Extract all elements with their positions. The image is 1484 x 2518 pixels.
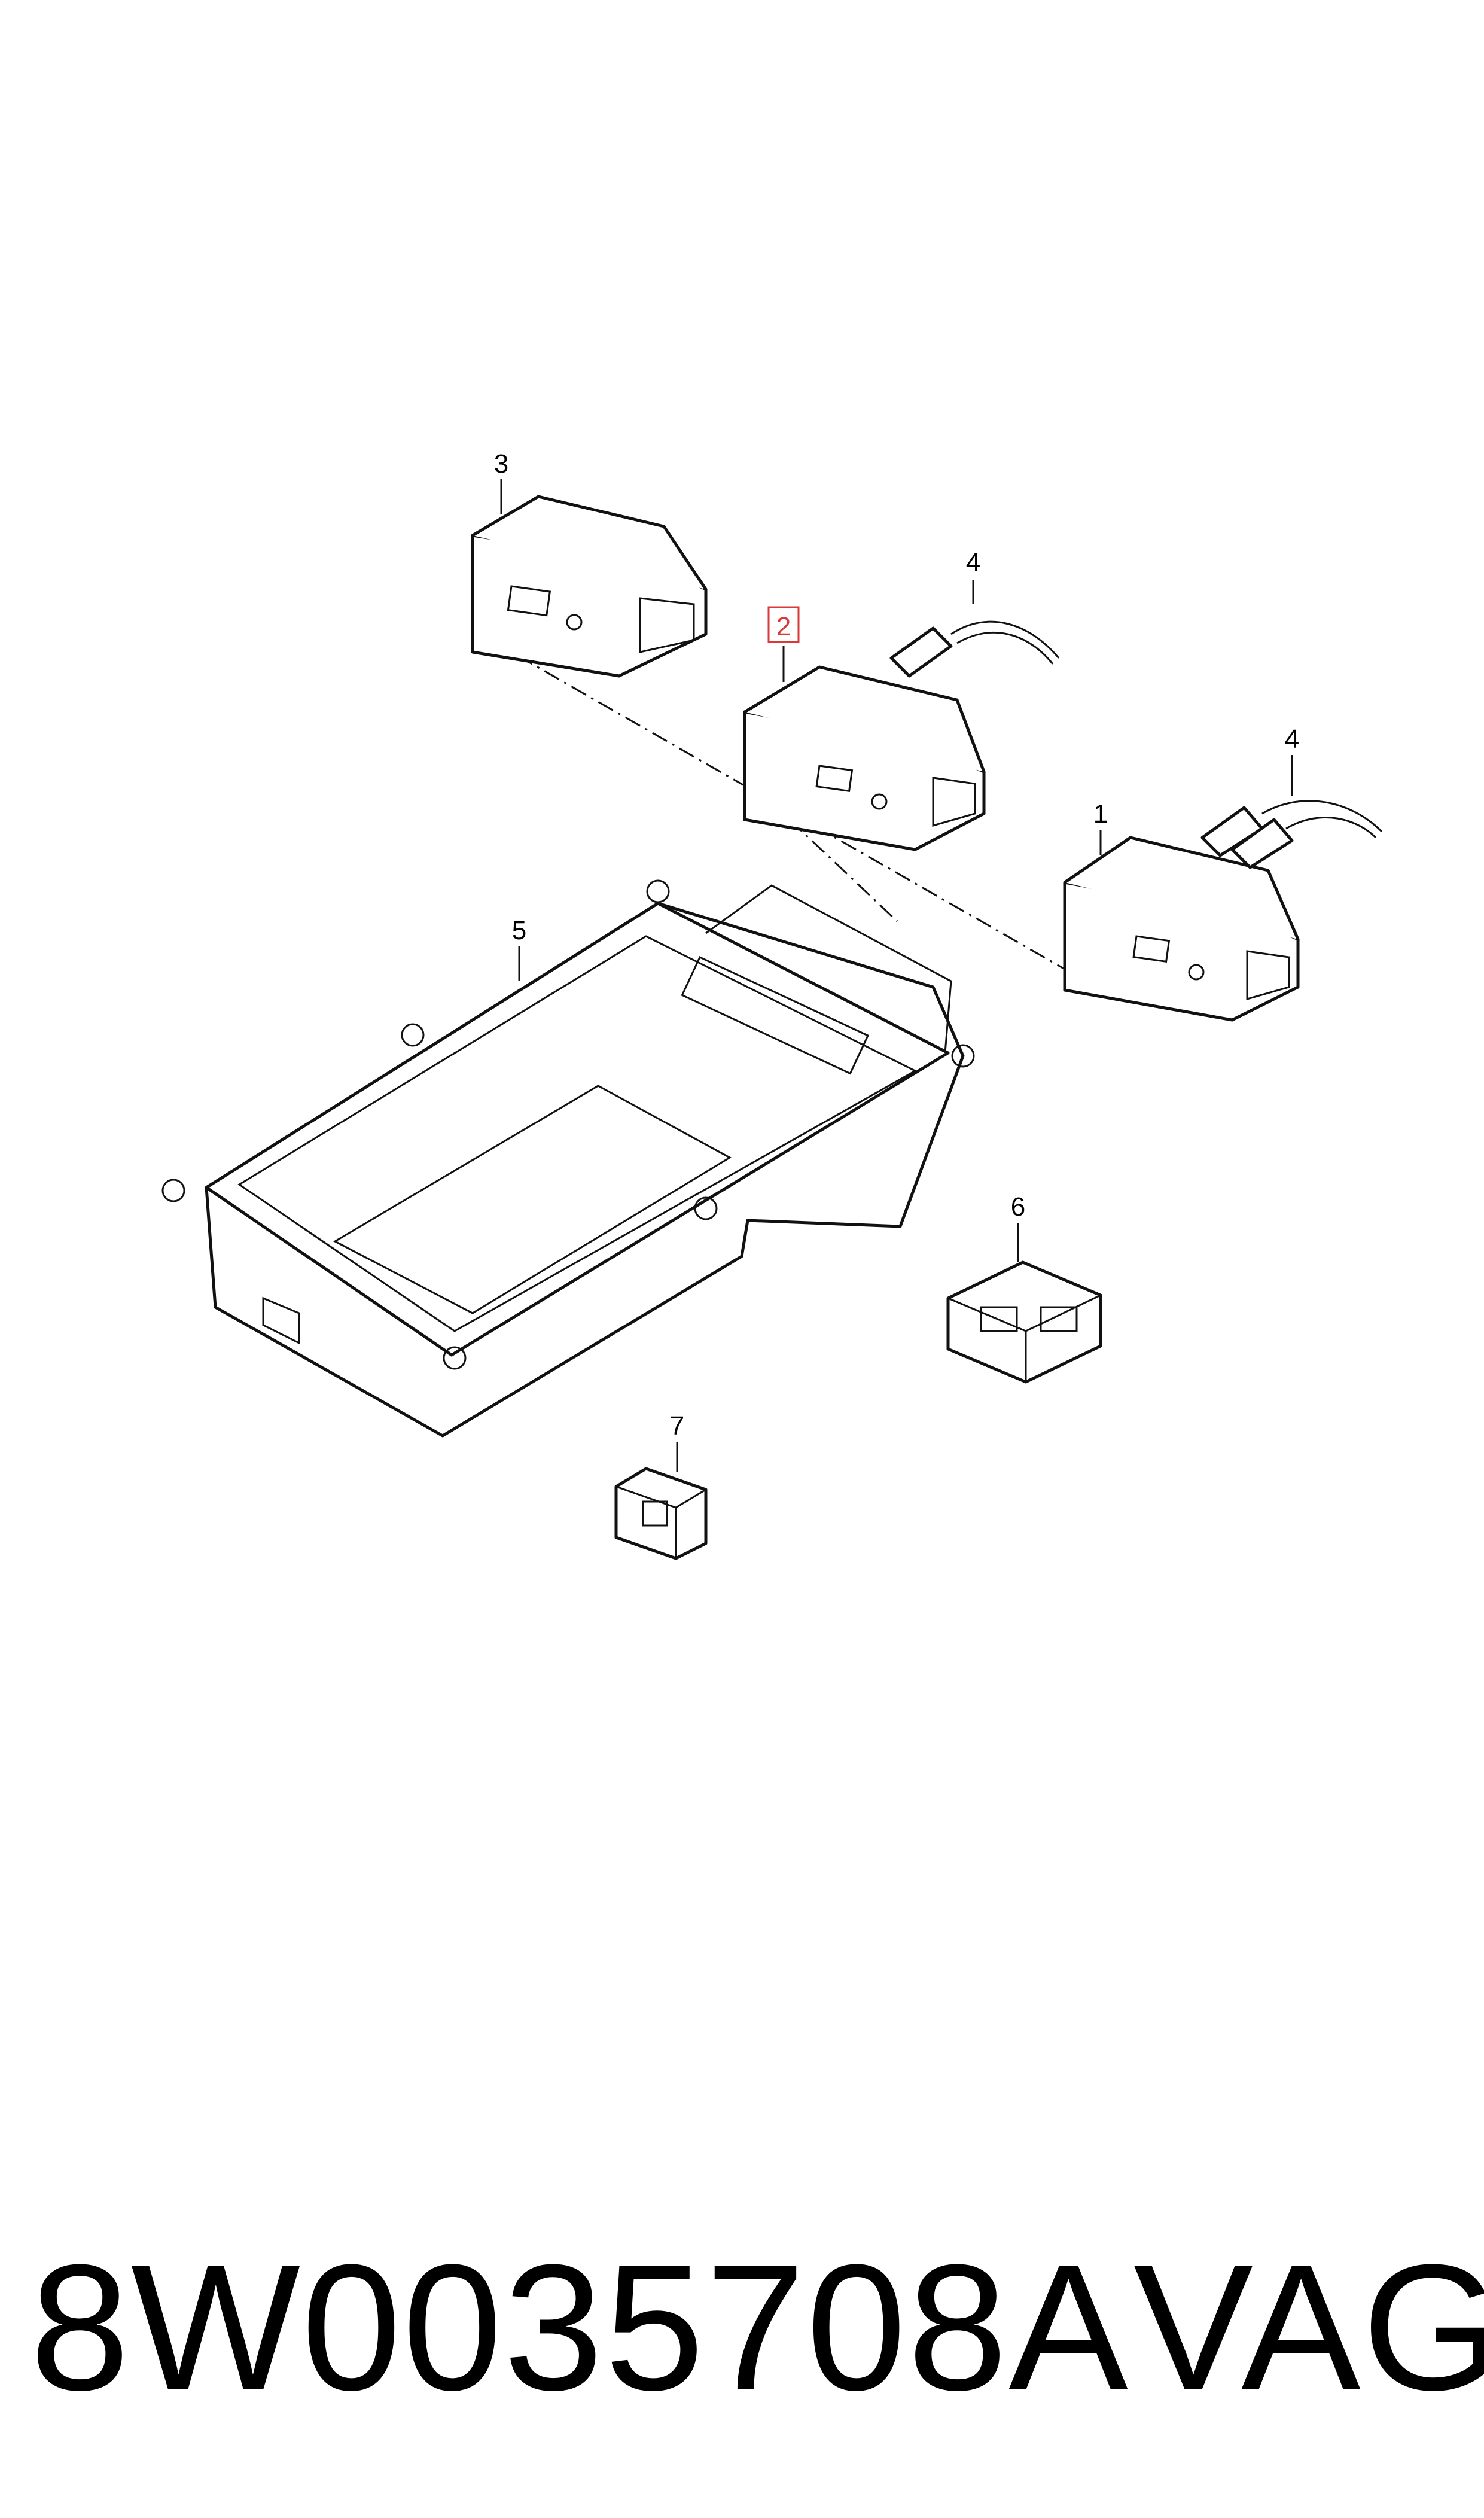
callout-3: 3 bbox=[494, 449, 508, 479]
callout-4b: 4 bbox=[1285, 724, 1299, 754]
footer-brand: VAG bbox=[1133, 2227, 1484, 2428]
callout-6: 6 bbox=[1011, 1192, 1025, 1222]
connector-housing-6 bbox=[946, 1260, 1102, 1384]
callout-2-box[interactable]: 2 bbox=[767, 606, 800, 643]
exploded-parts-diagram: 3 2 4 4 1 5 6 7 bbox=[161, 449, 1383, 1560]
callout-4a: 4 bbox=[966, 548, 980, 577]
callout-2: 2 bbox=[776, 612, 791, 641]
cable-connector-4b bbox=[1200, 800, 1383, 869]
switch-connector-7 bbox=[614, 1467, 708, 1560]
footer-part-number: 8W0035708A bbox=[30, 2227, 1130, 2428]
storage-tray-5 bbox=[161, 879, 975, 1438]
cable-connector-4a bbox=[889, 620, 1060, 678]
callout-5: 5 bbox=[512, 916, 526, 945]
usb-aux-module-2 bbox=[743, 665, 986, 851]
callout-1: 1 bbox=[1093, 799, 1108, 829]
usb-aux-module-3 bbox=[471, 495, 708, 678]
usb-aux-module-1 bbox=[1063, 836, 1300, 1022]
callout-7: 7 bbox=[670, 1411, 684, 1441]
leader-lines bbox=[500, 479, 1293, 1472]
